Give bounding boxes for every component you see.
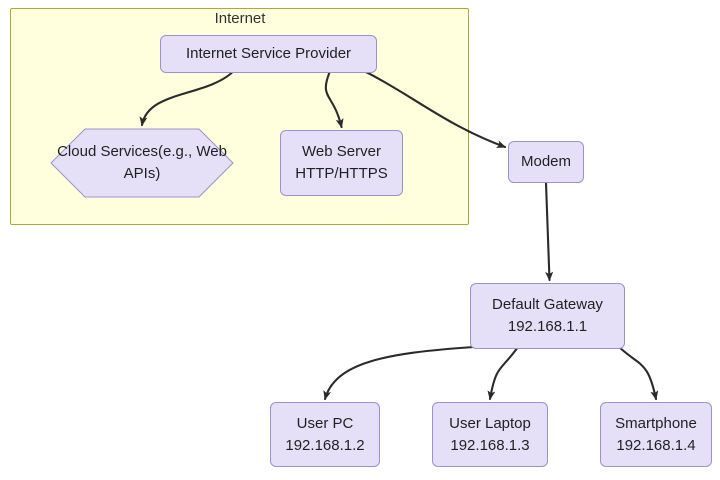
node-modem[interactable]: Modem: [508, 141, 584, 183]
node-text-line: Web Server: [302, 143, 381, 161]
node-user-pc[interactable]: User PC 192.168.1.2: [270, 402, 380, 467]
node-text-line: 192.168.1.4: [616, 436, 696, 454]
cluster-label-internet: Internet: [214, 10, 266, 27]
node-text-line: Internet Service Provider: [185, 45, 352, 63]
node-text-line: (e.g., Web APIs): [123, 143, 227, 182]
node-text-line: 192.168.1.3: [450, 436, 530, 454]
node-smartphone[interactable]: Smartphone 192.168.1.4: [600, 402, 712, 467]
node-text-line: 192.168.1.2: [285, 436, 365, 454]
node-text-line: User Laptop: [449, 414, 531, 432]
node-text-line: Default Gateway: [492, 296, 603, 314]
node-text-line: User PC: [296, 414, 354, 432]
node-text-line: HTTP/HTTPS: [295, 165, 388, 182]
node-text-line: Cloud Services: [57, 143, 158, 161]
node-text-line: Smartphone: [615, 414, 697, 432]
node-text-line: 192.168.1.1: [507, 318, 588, 335]
node-label-cloud-services: Cloud Services(e.g., Web APIs): [50, 141, 234, 185]
hexagon-shape-icon: [50, 128, 234, 198]
node-user-laptop[interactable]: User Laptop 192.168.1.3: [432, 402, 548, 467]
node-internet-service-provider[interactable]: Internet Service Provider: [160, 35, 377, 73]
node-text-line: Modem: [520, 153, 572, 171]
node-default-gateway[interactable]: Default Gateway 192.168.1.1: [470, 283, 625, 349]
edge-gateway-to-user-laptop: [487, 347, 518, 401]
edge-gateway-to-smartphone: [617, 345, 659, 401]
node-cloud-services[interactable]: Cloud Services(e.g., Web APIs): [50, 128, 234, 198]
edge-gateway-to-user-pc: [323, 345, 476, 401]
edge-modem-to-gateway: [544, 181, 554, 282]
